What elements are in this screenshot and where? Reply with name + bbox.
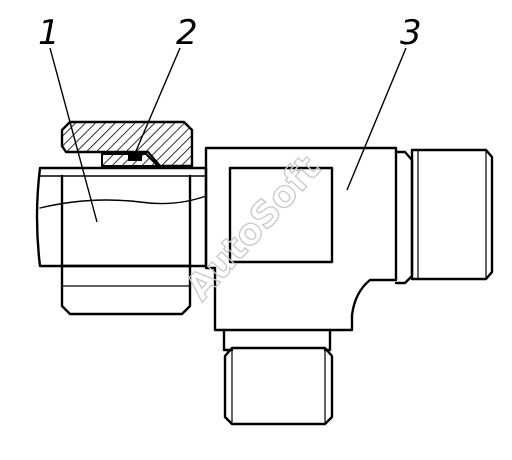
pipe-break-line	[39, 195, 207, 209]
nut-lower-hex	[60, 264, 192, 316]
ring-dark-edge	[128, 155, 142, 161]
callout-1: 1	[38, 13, 60, 53]
right-thread-outline	[410, 148, 494, 281]
nut-section-hatch	[60, 120, 194, 168]
leader-line-3	[346, 47, 407, 191]
lower-thread-outline	[223, 346, 334, 426]
right-collar	[394, 150, 414, 285]
nut-front-face	[60, 174, 192, 268]
leader-line-2	[132, 47, 181, 159]
body-flat-face	[228, 166, 334, 264]
callout-2: 2	[176, 13, 198, 53]
watermark-logo: AutoSoft	[178, 148, 328, 308]
callout-3: 3	[400, 13, 422, 53]
leader-line-1	[49, 47, 98, 223]
tee-body-outline	[204, 146, 398, 332]
